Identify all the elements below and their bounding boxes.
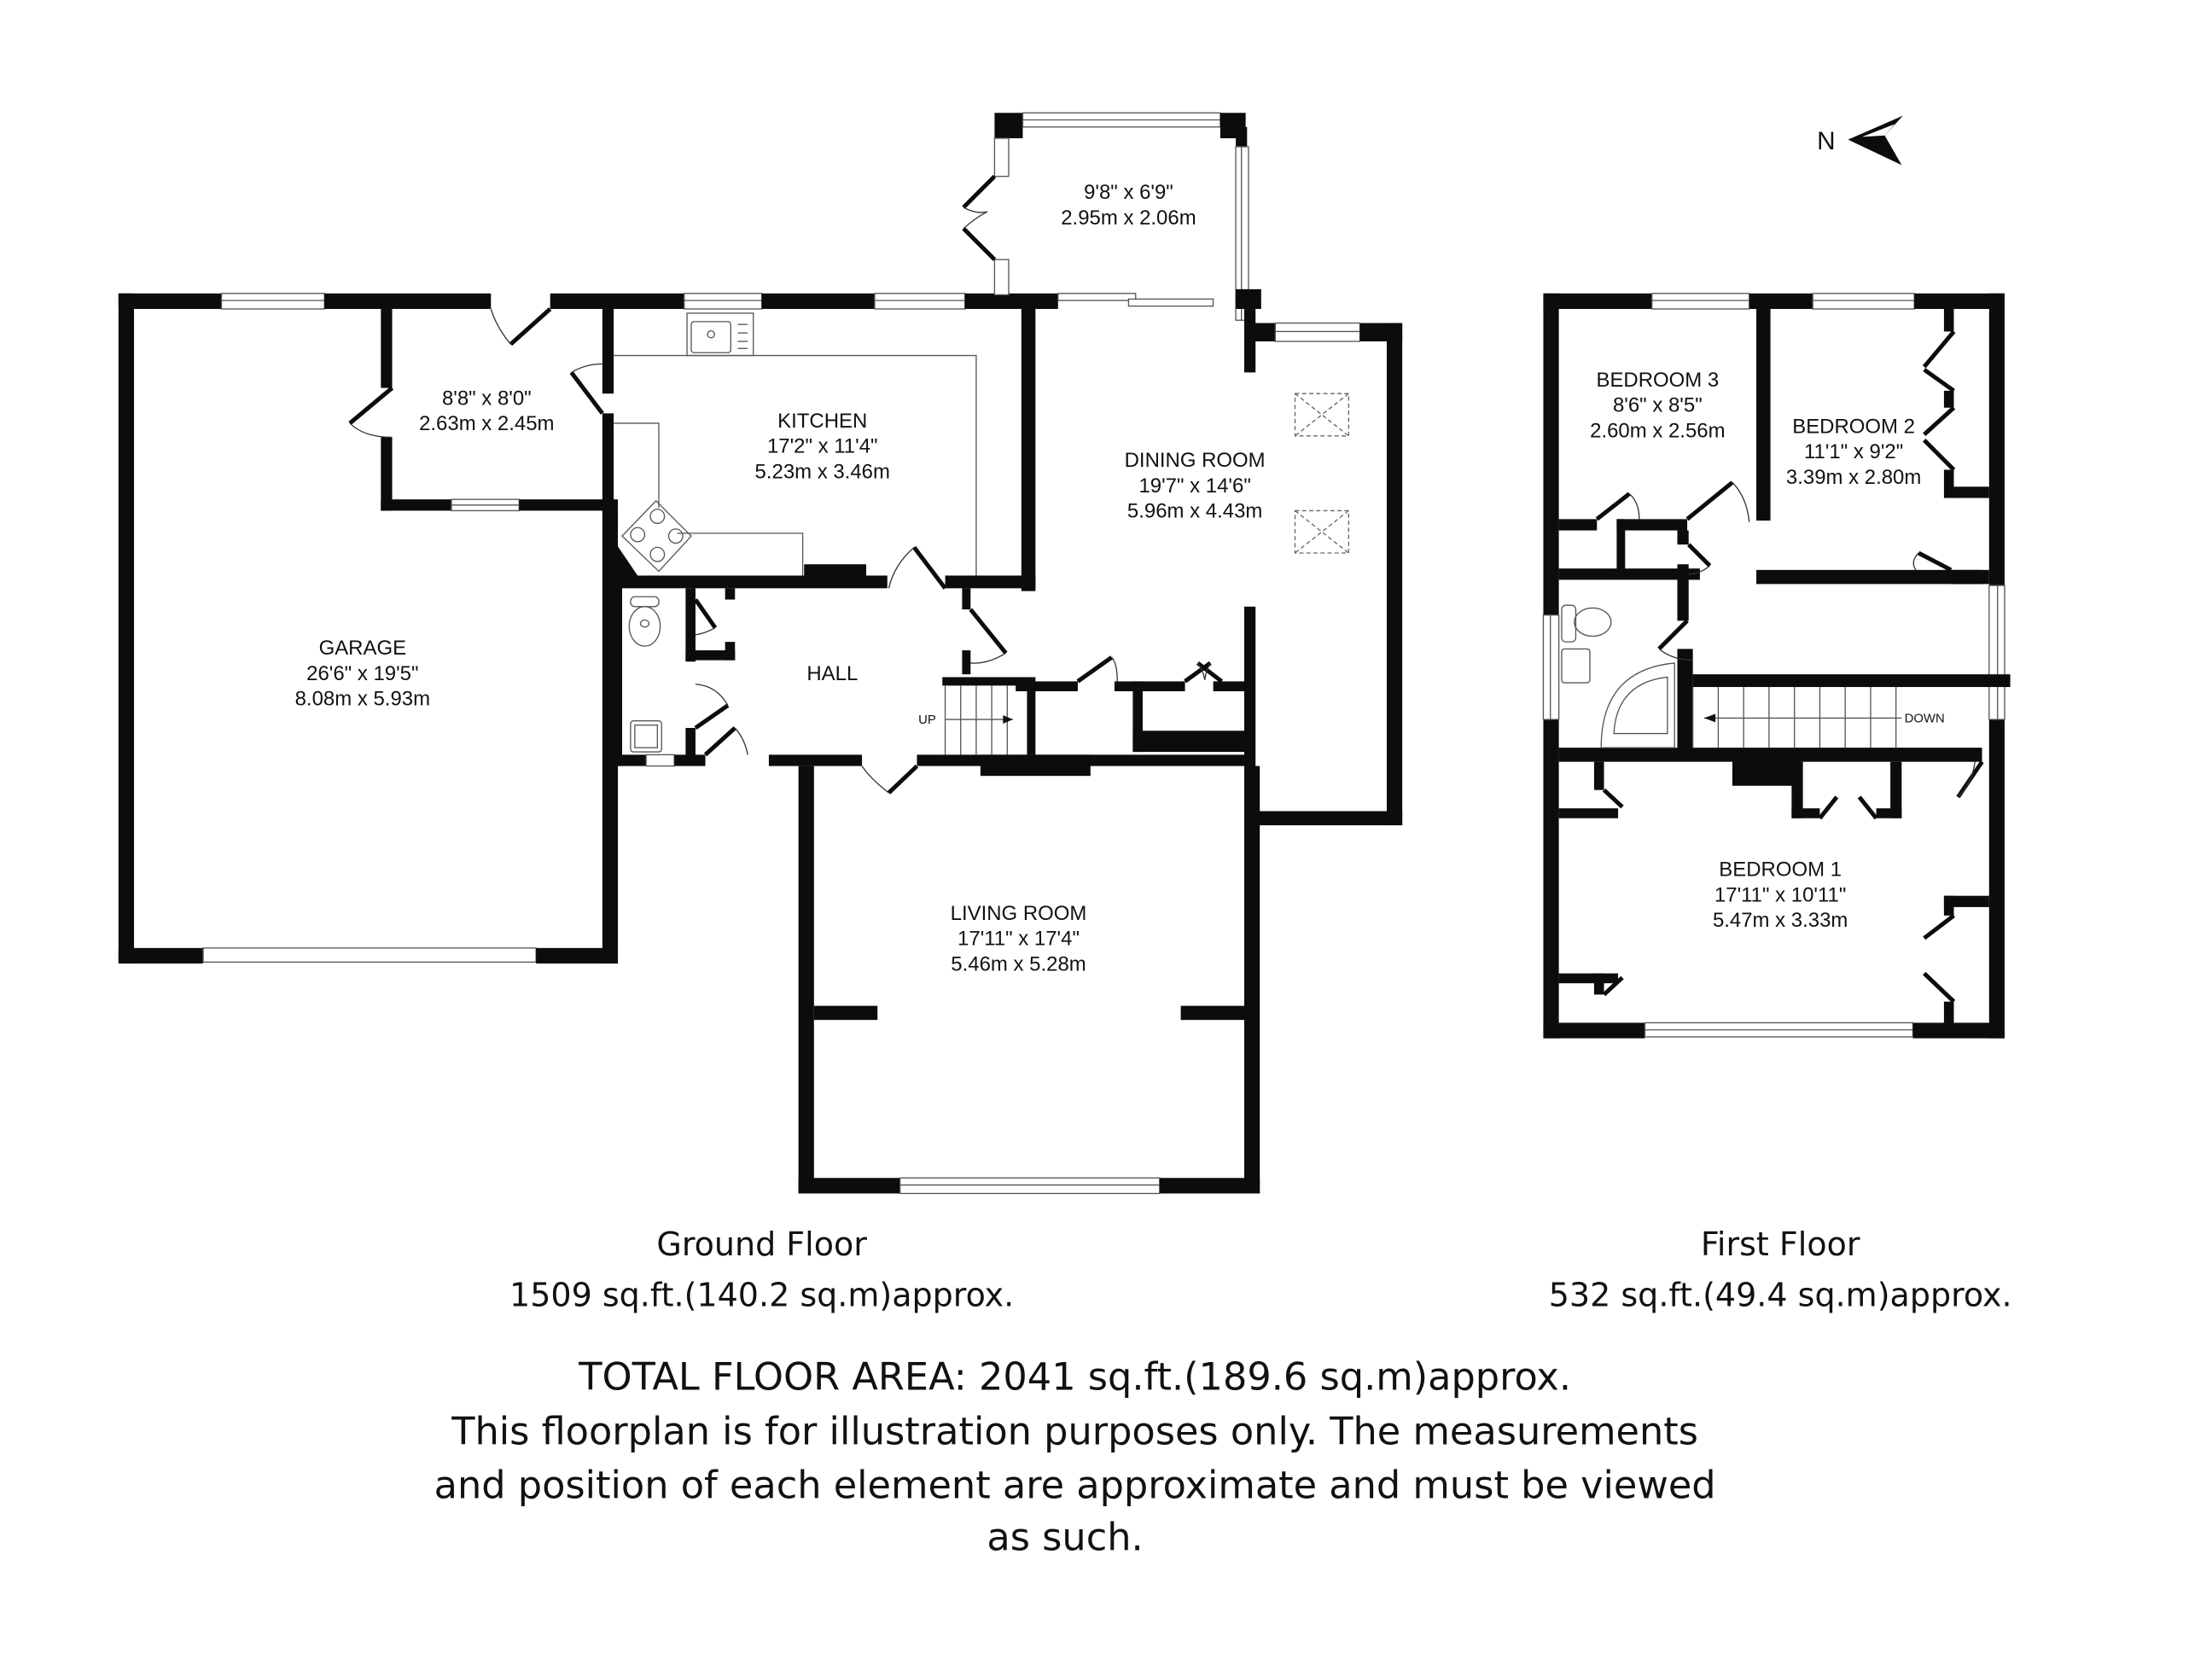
corner-bath-icon	[1600, 662, 1675, 748]
ground-stairs: UP	[918, 685, 1013, 755]
room-metric: 5.46m x 5.28m	[951, 952, 1086, 975]
room-metric: 2.95m x 2.06m	[1061, 207, 1196, 230]
room-garage: GARAGE 26'6" x 19'5" 8.08m x 5.93m	[295, 637, 430, 711]
kitchen-door[interactable]	[888, 545, 947, 590]
toilet-icon	[1561, 604, 1612, 643]
compass: N	[1817, 115, 1903, 166]
room-name: LIVING ROOM	[951, 902, 1087, 925]
conservatory-walls	[962, 112, 1261, 321]
wc-basin-icon	[630, 720, 662, 753]
room-bedroom2: BEDROOM 2 11'1" x 9'2" 3.39m x 2.80m	[1786, 415, 1921, 489]
room-metric: 5.47m x 3.33m	[1713, 909, 1848, 932]
stairs-down-label: DOWN	[1905, 712, 1945, 725]
room-utility: 8'8" x 8'0" 2.63m x 2.45m	[419, 387, 554, 435]
room-metric: 5.23m x 3.46m	[755, 460, 890, 483]
total-floor-area: TOTAL FLOOR AREA: 2041 sq.ft.(189.6 sq.m…	[578, 1354, 1571, 1399]
skylight-icon	[1294, 393, 1349, 554]
room-bedroom1: BEDROOM 1 17'11" x 10'11" 5.47m x 3.33m	[1713, 859, 1848, 933]
room-kitchen: KITCHEN 17'2" x 11'4" 5.23m x 3.46m	[755, 410, 890, 484]
room-imperial: 8'8" x 8'0"	[442, 387, 532, 410]
room-imperial: 9'8" x 6'9"	[1084, 181, 1173, 204]
room-name: BEDROOM 2	[1792, 415, 1915, 438]
conservatory-door[interactable]	[962, 174, 997, 261]
stairs-up-label: UP	[918, 713, 936, 727]
room-hall: HALL	[806, 662, 858, 685]
utility-walls	[348, 293, 684, 513]
room-metric: 3.39m x 2.80m	[1786, 466, 1921, 489]
room-imperial: 17'11" x 17'4"	[958, 928, 1080, 951]
room-metric: 5.96m x 4.43m	[1127, 500, 1262, 523]
north-arrow-icon	[1848, 115, 1903, 166]
stair-arrow-icon	[1703, 713, 1716, 723]
cupboard-doors[interactable]	[1076, 655, 1224, 684]
sink-icon	[686, 312, 754, 357]
first-floor-walls	[1542, 293, 2011, 1039]
first-floor-doors[interactable]	[1595, 329, 1984, 1004]
first-floor-caption: First Floor 532 sq.ft.(49.4 sq.m)approx.	[1549, 1225, 2012, 1314]
dining-walls	[1016, 309, 1403, 1194]
ground-floor-area: 1509 sq.ft.(140.2 sq.m)approx.	[509, 1277, 1014, 1314]
total-area-note: TOTAL FLOOR AREA: 2041 sq.ft.(189.6 sq.m…	[434, 1354, 1716, 1559]
room-name: GARAGE	[319, 637, 407, 660]
hall-walls: UP	[610, 575, 1244, 795]
room-imperial: 26'6" x 19'5"	[306, 662, 418, 685]
room-dining: DINING ROOM 19'7" x 14'6" 5.96m x 4.43m	[1125, 449, 1266, 523]
room-living: LIVING ROOM 17'11" x 17'4" 5.46m x 5.28m	[951, 902, 1087, 976]
room-imperial: 17'2" x 11'4"	[767, 435, 878, 458]
first-floor-area: 532 sq.ft.(49.4 sq.m)approx.	[1549, 1277, 2012, 1314]
room-imperial: 17'11" x 10'11"	[1714, 883, 1846, 906]
room-imperial: 8'6" x 8'5"	[1613, 394, 1703, 417]
first-stairs: DOWN	[1692, 687, 1945, 748]
room-imperial: 11'1" x 9'2"	[1804, 440, 1903, 463]
ground-floor: UP GARAGE 26'6" x 19'5" 8.08m x 5.93m 8'…	[118, 112, 1403, 1195]
basin-icon	[1561, 648, 1591, 684]
room-name: HALL	[806, 662, 858, 685]
ground-floor-caption: Ground Floor 1509 sq.ft.(140.2 sq.m)appr…	[509, 1225, 1014, 1314]
garage-walls	[118, 293, 619, 964]
room-metric: 2.63m x 2.45m	[419, 412, 554, 435]
disclaimer-line-2: and position of each element are approxi…	[434, 1464, 1716, 1508]
hall-doors[interactable]	[693, 598, 1008, 795]
room-imperial: 19'7" x 14'6"	[1138, 474, 1250, 498]
stair-arrow-icon	[1003, 715, 1013, 725]
utility-door[interactable]	[348, 307, 604, 439]
disclaimer-line-1: This floorplan is for illustration purpo…	[451, 1410, 1698, 1454]
room-name: BEDROOM 3	[1596, 369, 1719, 392]
disclaimer-line-3: as such.	[987, 1516, 1143, 1560]
room-metric: 8.08m x 5.93m	[295, 688, 430, 711]
room-metric: 2.60m x 2.56m	[1590, 419, 1725, 442]
room-name: DINING ROOM	[1125, 449, 1266, 472]
ground-floor-title: Ground Floor	[656, 1225, 867, 1263]
wc-toilet-icon	[628, 596, 661, 647]
room-name: KITCHEN	[777, 410, 867, 433]
kitchen-walls	[610, 293, 1058, 591]
room-bedroom3: BEDROOM 3 8'6" x 8'5" 2.60m x 2.56m	[1590, 369, 1725, 443]
room-conservatory: 9'8" x 6'9" 2.95m x 2.06m	[1061, 181, 1196, 230]
room-name: BEDROOM 1	[1719, 859, 1842, 882]
living-walls	[798, 765, 1260, 1195]
north-label: N	[1817, 127, 1836, 155]
first-floor: DOWN BEDROOM 3 8'6" x 8'5" 2.60m x 2.56m…	[1542, 293, 2011, 1039]
bathroom-fixtures	[1561, 604, 1675, 748]
first-floor-title: First Floor	[1701, 1225, 1860, 1263]
hob-icon	[621, 499, 692, 573]
